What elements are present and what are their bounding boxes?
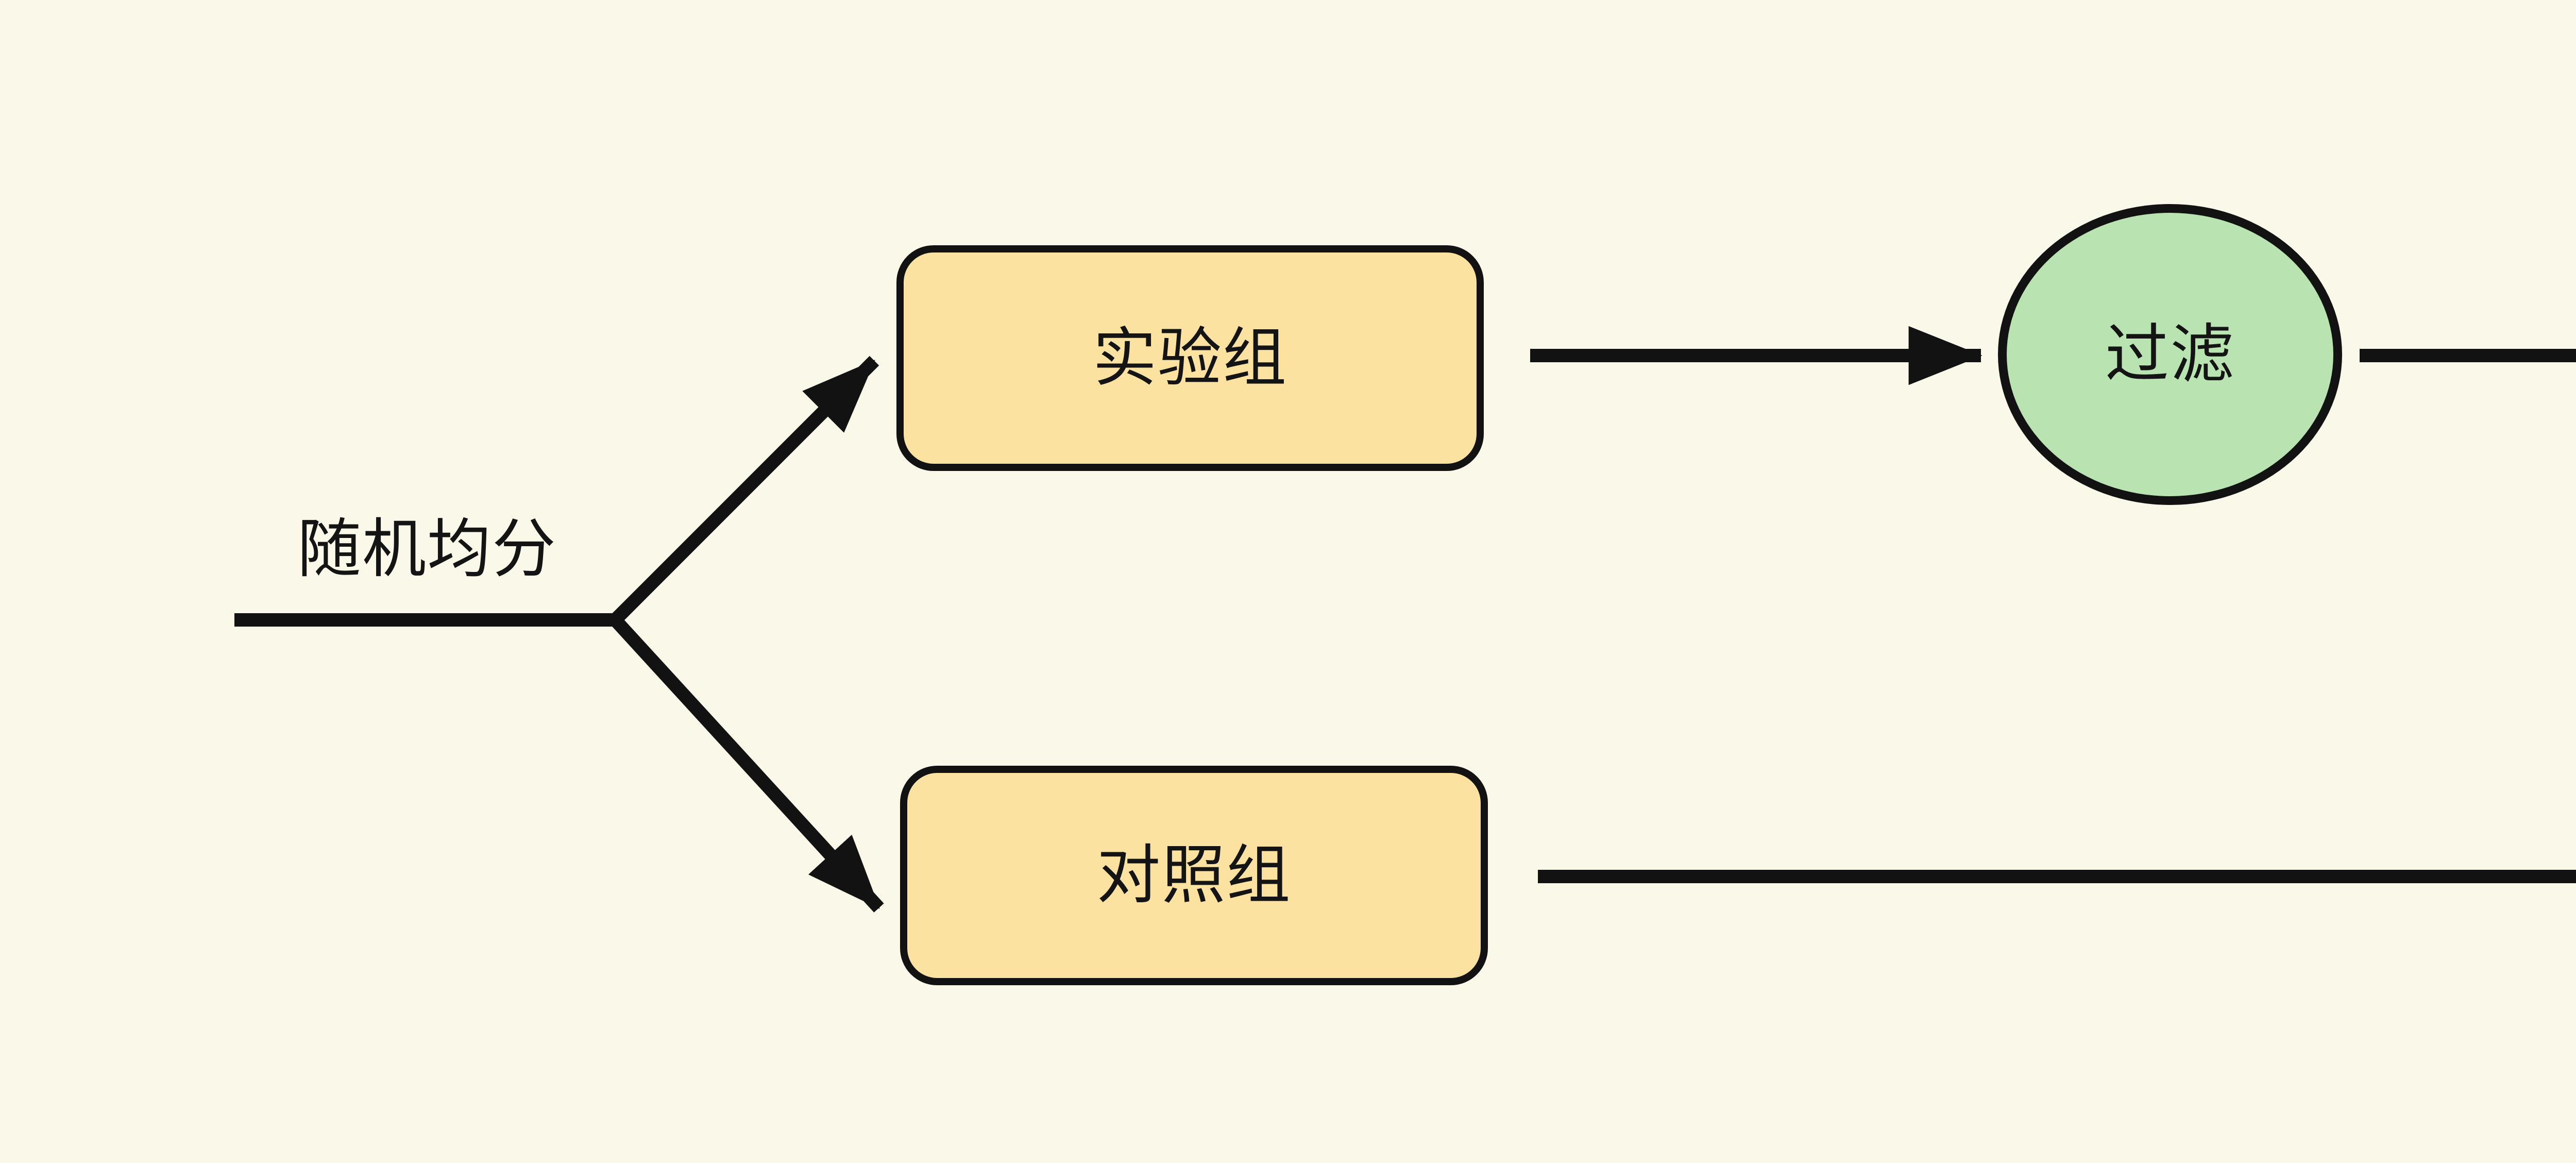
- node-filter: 过滤: [1998, 204, 2342, 505]
- edge-fork-to-control-arrow: [610, 615, 884, 913]
- split-label: 随机均分: [297, 512, 557, 586]
- node-label: 对照组: [1096, 838, 1292, 913]
- node-control-group: 对照组: [900, 766, 1488, 985]
- node-label: 实验组: [1092, 321, 1287, 395]
- edge-fork-to-experiment-arrow: [610, 356, 879, 625]
- node-label: 过滤: [2105, 317, 2235, 392]
- node-experiment-group: 实验组: [896, 245, 1484, 471]
